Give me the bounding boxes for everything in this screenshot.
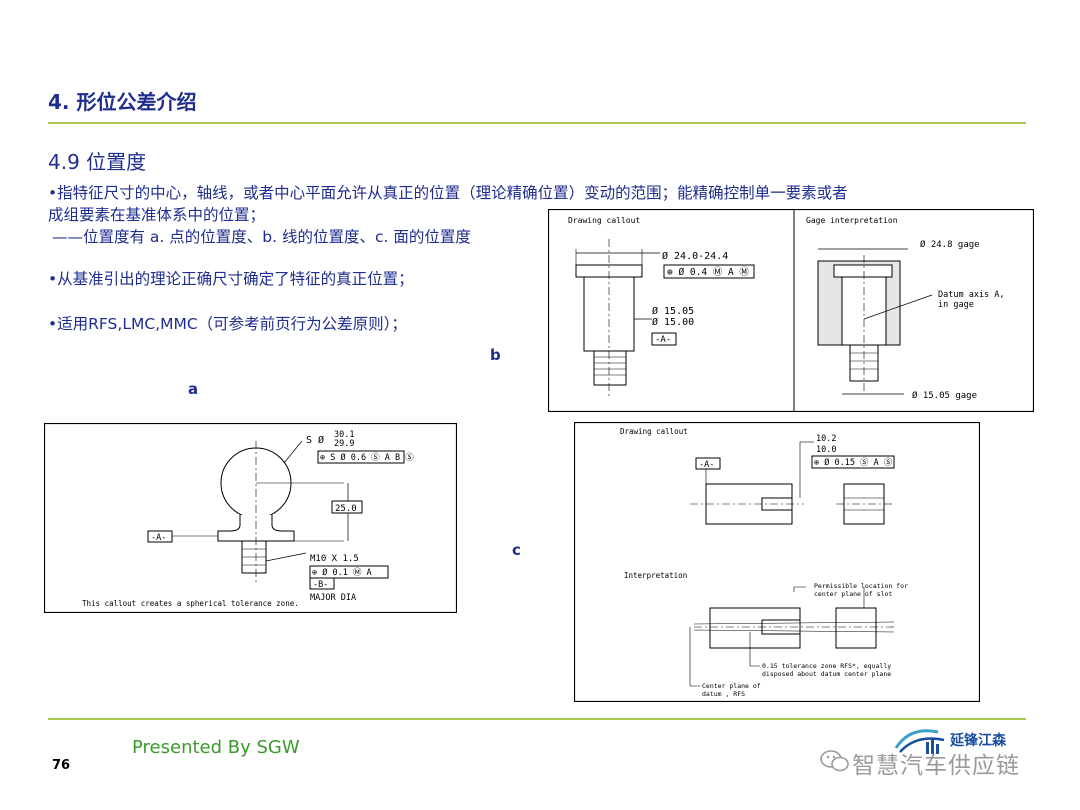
fig-b-gage-bottom: Ø 15.05 gage: [912, 390, 977, 401]
bullet-definition-line1: •指特征尺寸的中心，轴线，或者中心平面允许从真正的位置（理论精确位置）变动的范围…: [48, 184, 848, 202]
fig-b-right-title: Gage interpretation: [806, 216, 898, 225]
fig-b-gage-top: Ø 24.8 gage: [920, 239, 980, 250]
fig-a-sphere-upper: 30.1: [334, 430, 354, 440]
figure-label-c: c: [512, 541, 521, 559]
fig-c-note3-line1: Center plane of: [702, 682, 761, 690]
fig-b-left-title: Drawing callout: [568, 216, 640, 225]
fig-a-major: MAJOR DIA: [310, 593, 356, 603]
fig-b-fcf: ⊕ Ø 0.4 Ⓜ A Ⓜ: [667, 267, 749, 278]
company-logo-text: 延锋江森: [950, 733, 1006, 749]
fig-a-caption: This callout creates a spherical toleran…: [82, 599, 299, 608]
fig-c-title: Drawing callout: [620, 427, 688, 436]
fig-a-sphere-prefix: S Ø: [306, 434, 324, 446]
wechat-icon: [820, 750, 849, 772]
figure-a-position-point: S Ø 30.1 29.9 ⊕ S Ø 0.6 Ⓢ A B Ⓢ 25.0 -A-…: [44, 423, 457, 613]
fig-c-note1-line1: Permissible location for: [814, 582, 908, 590]
fig-c-note2-line1: 0.15 tolerance zone RFS*, equally: [762, 662, 891, 670]
fig-b-dim-lower: Ø 15.00: [652, 316, 694, 328]
figure-label-b: b: [490, 346, 501, 364]
fig-a-fcf-top: ⊕ S Ø 0.6 Ⓢ A B Ⓢ: [320, 452, 414, 463]
fig-c-fcf: ⊕ Ø 0.15 Ⓢ A Ⓢ: [814, 457, 893, 468]
figure-b-position-line: Drawing callout Gage interpretation Ø 24…: [548, 209, 1034, 412]
fig-b-dim-upper: Ø 15.05: [652, 305, 694, 317]
fig-c-note3-line2: datum , RFS: [702, 690, 745, 698]
section-subtitle: 4.9 位置度: [48, 150, 147, 174]
fig-a-fcf-thread: ⊕ Ø 0.1 Ⓜ A: [312, 567, 372, 578]
bullet-material-conditions: •适用RFS,LMC,MMC（可参考前页行为公差原则）；: [48, 315, 407, 333]
bullet-definition-line2: 成组要素在基准体系中的位置；: [48, 206, 266, 224]
bullet-definition-line3: ——位置度有 a. 点的位置度、b. 线的位置度、c. 面的位置度: [52, 228, 471, 246]
company-logo-icon: [894, 729, 945, 754]
page-number: 76: [52, 758, 71, 773]
fig-a-thread: M10 X 1.5: [310, 554, 359, 564]
fig-a-datum-b: -B-: [313, 580, 328, 590]
fig-a-datum-a: -A-: [151, 533, 166, 543]
fig-b-datum-axis-1: Datum axis A,: [938, 290, 1005, 300]
fig-b-dim-top: Ø 24.0-24.4: [662, 250, 728, 262]
fig-c-dim-lower: 10.0: [816, 445, 836, 455]
fig-c-note2-line2: disposed about datum center plane: [762, 670, 891, 678]
fig-c-dim-upper: 10.2: [816, 434, 836, 444]
bullet-true-position: •从基准引出的理论正确尺寸确定了特征的真正位置；: [48, 270, 414, 288]
watermark-text: 智慧汽车供应链: [852, 753, 1020, 779]
fig-c-datum: -A-: [699, 460, 714, 470]
fig-c-interp-title: Interpretation: [624, 571, 687, 580]
title-divider: [48, 122, 1026, 124]
fig-b-datum-axis-2: in gage: [938, 300, 974, 310]
fig-c-note1-line2: center plane of slot: [814, 590, 892, 598]
figure-label-a: a: [188, 380, 199, 398]
fig-b-datum: -A-: [655, 335, 671, 345]
footer-divider: [48, 718, 1026, 720]
footer-presenter: Presented By SGW: [132, 737, 300, 758]
fig-a-sphere-lower: 29.9: [334, 439, 354, 449]
fig-a-height: 25.0: [335, 504, 357, 514]
figure-c-position-plane: Drawing callout -A- 10.2 10.0 ⊕ Ø 0.15 Ⓢ…: [574, 422, 980, 702]
slide-title: 4. 形位公差介绍: [48, 90, 197, 114]
